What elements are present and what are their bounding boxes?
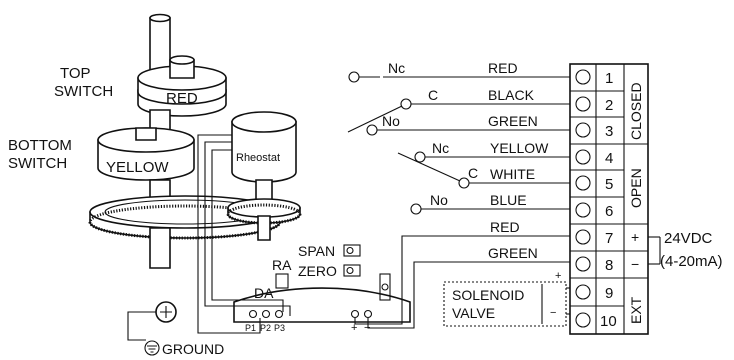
group-ext-label: EXT	[628, 296, 644, 324]
terminal-number: 8	[605, 257, 613, 274]
power-supply: 24VDC (4-20mA)	[648, 230, 723, 270]
wire-label: RED	[488, 60, 518, 76]
board-minus: −	[364, 322, 370, 334]
open-nc-label: Nc	[432, 140, 449, 156]
closed-contacts: Nc C No	[347, 60, 575, 136]
zero-label: ZERO	[298, 263, 337, 279]
control-board: SPAN ZERO RA DA P1 P2 P3 + −	[233, 243, 411, 334]
solenoid-minus: −	[550, 307, 556, 319]
ra-label: RA	[272, 257, 292, 273]
solenoid-valve: SOLENOID VALVE + −	[443, 270, 575, 327]
zero-pot[interactable]	[343, 264, 361, 277]
terminal-plus: +	[631, 229, 639, 245]
terminal-number: 5	[605, 176, 613, 193]
da-label: DA	[254, 285, 274, 301]
wire-label: BLACK	[488, 87, 535, 103]
board-plus: +	[351, 322, 357, 334]
open-contacts: Nc C No	[397, 140, 575, 215]
rheostat: Rheostat	[226, 111, 302, 241]
bottom-switch-label-2: SWITCH	[8, 155, 67, 172]
closed-c-label: C	[428, 87, 438, 103]
solenoid-plus: +	[555, 270, 561, 282]
pin-p1: P1	[245, 323, 256, 333]
switch-assembly: RED YELLOW Rheostat	[8, 13, 302, 269]
terminal-block: 1 2 3 4 5 6 7 8 9 10 CLOSED OPEN EXT + −	[569, 63, 649, 335]
wire-label: GREEN	[488, 113, 538, 129]
open-c-label: C	[468, 165, 478, 181]
span-label: SPAN	[298, 243, 335, 259]
bottom-switch-color: YELLOW	[106, 159, 169, 176]
closed-nc-label: Nc	[388, 60, 405, 76]
ra-da-switch[interactable]	[275, 273, 289, 289]
terminal-number: 7	[605, 230, 613, 247]
terminal-number: 4	[605, 150, 613, 167]
terminal-number: 2	[605, 97, 613, 114]
ground-symbol-icon	[144, 340, 160, 356]
voltage-label: 24VDC	[664, 230, 713, 247]
ground: GROUND	[127, 301, 224, 357]
wire-label: GREEN	[488, 245, 538, 261]
bottom-switch-cam: YELLOW	[97, 127, 195, 181]
top-switch-label: TOP	[60, 65, 91, 82]
group-open-label: OPEN	[628, 168, 644, 208]
terminal-minus: −	[631, 256, 639, 272]
pin-p3: P3	[274, 323, 285, 333]
open-no-label: No	[430, 192, 448, 208]
top-switch-label-2: SWITCH	[54, 83, 113, 100]
rheostat-wiring	[197, 134, 291, 334]
wire-label: BLUE	[490, 192, 527, 208]
board-connector	[379, 273, 391, 301]
ground-label: GROUND	[162, 341, 224, 357]
solenoid-label: SOLENOID	[452, 287, 524, 303]
bottom-switch-label: BOTTOM	[8, 137, 72, 154]
terminal-number: 9	[605, 285, 613, 302]
group-closed-label: CLOSED	[628, 82, 644, 140]
terminal-number: 3	[605, 123, 613, 140]
power-wiring	[354, 235, 575, 329]
wire-label: YELLOW	[490, 140, 549, 156]
rheostat-label: Rheostat	[236, 152, 280, 164]
terminal-number: 10	[600, 313, 617, 330]
current-label: (4-20mA)	[660, 253, 723, 270]
top-switch-color: RED	[166, 90, 198, 107]
wire-labels: RED BLACK GREEN YELLOW WHITE BLUE RED GR…	[488, 60, 549, 261]
solenoid-label-2: VALVE	[452, 305, 495, 321]
terminal-number: 6	[605, 203, 613, 220]
pin-p2: P2	[260, 323, 271, 333]
terminal-number: 1	[605, 70, 613, 87]
closed-no-label: No	[382, 113, 400, 129]
span-pot[interactable]	[343, 244, 361, 257]
wire-label: WHITE	[490, 166, 535, 182]
wire-label: RED	[490, 219, 520, 235]
